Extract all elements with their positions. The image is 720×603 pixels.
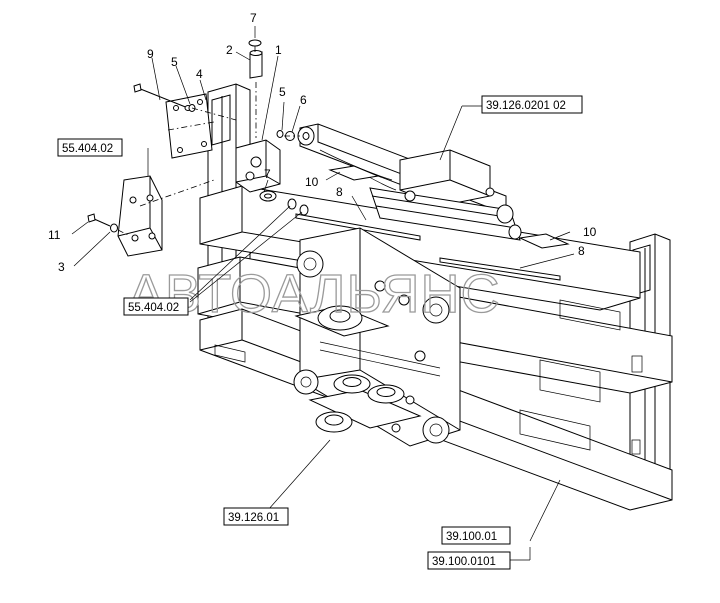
ref-carriage-label: 39.126.01 — [228, 512, 279, 524]
pin-2 — [249, 50, 263, 79]
ref-plate-bottom-label: 55.404.02 — [128, 302, 179, 314]
ref-frame-b-label: 39.100.0101 — [432, 556, 496, 568]
callout-5-right: 5 — [279, 85, 286, 99]
callout-7-top: 7 — [250, 11, 257, 25]
callout-3: 3 — [58, 260, 65, 274]
carriage — [293, 227, 461, 447]
ref-box-plate-top: 55.404.02 — [57, 138, 123, 157]
leader-lines — [71, 26, 575, 561]
callout-8-right: 8 — [578, 244, 585, 258]
watermark-text: АВТОАЛЬЯНС — [128, 264, 500, 324]
callout-numbers: 7 2 1 9 5 4 5 6 7 10 8 10 8 11 3 — [48, 11, 597, 274]
ref-cylinder-label: 39.126.0201 02 — [486, 100, 566, 112]
callout-7-bottom: 7 — [264, 167, 271, 181]
ref-box-plate-bottom: 55.404.02 — [123, 297, 189, 316]
callout-11: 11 — [48, 228, 61, 242]
ref-box-cylinder: 39.126.0201 02 — [481, 95, 583, 114]
ref-frame-a-label: 39.100.01 — [446, 531, 497, 543]
plate-55-404-02 — [117, 175, 163, 257]
ring-7-bottom — [259, 190, 277, 202]
spacer-plates — [328, 165, 570, 249]
bolt-11 — [87, 213, 111, 227]
washer-3 — [110, 223, 118, 233]
callout-8-left: 8 — [336, 185, 343, 199]
ref-plate-top-label: 55.404.02 — [62, 143, 113, 155]
plate-4 — [165, 93, 213, 159]
callout-2: 2 — [226, 43, 233, 57]
washer-5-right — [276, 130, 284, 138]
ref-box-frame-a: 39.100.01 — [441, 526, 511, 545]
callout-5-left: 5 — [171, 55, 178, 69]
assembly-paths — [117, 46, 300, 237]
bracket-1 — [235, 139, 281, 193]
ref-box-carriage: 39.126.01 — [223, 507, 289, 526]
ring-7-top — [248, 39, 262, 47]
callout-10-right: 10 — [583, 225, 597, 239]
callout-1: 1 — [275, 43, 282, 57]
washers-near-frame — [287, 198, 309, 216]
ref-box-frame-b: 39.100.0101 — [427, 551, 511, 570]
callout-10-left: 10 — [305, 175, 319, 189]
callout-9: 9 — [147, 47, 154, 61]
wear-strips — [295, 213, 561, 281]
callout-6: 6 — [300, 93, 307, 107]
callout-4: 4 — [196, 67, 203, 81]
